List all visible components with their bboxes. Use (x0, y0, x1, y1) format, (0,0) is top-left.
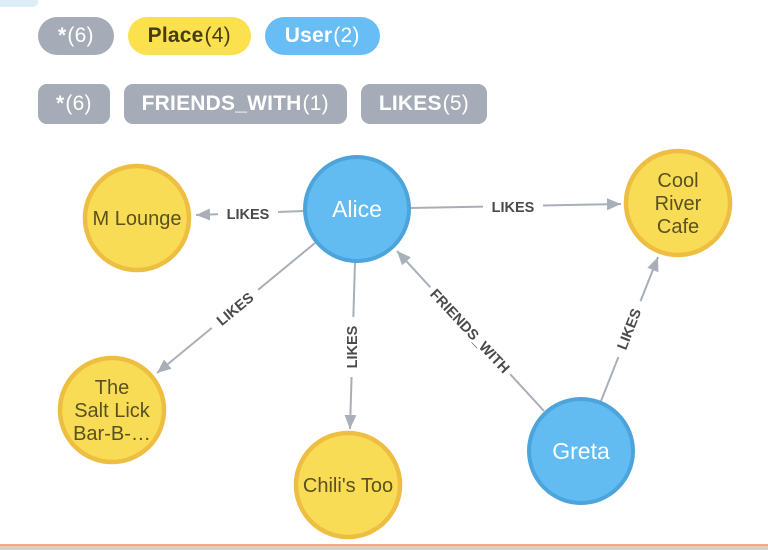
node-m-lounge[interactable]: M Lounge (82, 163, 192, 273)
node-greta[interactable]: Greta (527, 397, 635, 505)
legend-pill-friends-with[interactable]: FRIENDS_WITH(1) (123, 84, 347, 124)
node-label: The (95, 377, 129, 399)
node-circle (293, 430, 403, 540)
node-alice[interactable]: Alice (303, 155, 411, 263)
edge-label: LIKES (345, 325, 361, 368)
pill-label: FRIENDS_WITH (141, 92, 302, 115)
node-circle (623, 148, 733, 258)
edge-label-background (341, 317, 363, 377)
pill-count: (2) (333, 24, 360, 47)
edge-label-background (607, 297, 651, 361)
legend-pill-place[interactable]: Place(4) (127, 17, 251, 55)
node-circle (82, 163, 192, 273)
edge-alice-likes-chilistoo[interactable]: LIKES (341, 261, 363, 430)
pill-label: * (56, 92, 65, 115)
node-label: Salt Lick (74, 400, 151, 422)
node-cool-river-cafe[interactable]: Cool River Cafe (623, 148, 733, 258)
relationship-legend: *(6) FRIENDS_WITH(1) LIKES(5) (38, 84, 487, 124)
node-circle (57, 355, 167, 465)
legend-pill-user[interactable]: User(2) (264, 17, 380, 55)
bottom-edge-strip (0, 544, 768, 550)
pill-label: User (284, 24, 333, 47)
edge-label-background (483, 196, 543, 218)
top-edge-fragment (0, 0, 38, 7)
pill-count: (5) (442, 92, 469, 115)
node-label: Greta (552, 438, 610, 464)
legend-pill-all-nodes[interactable]: *(6) (38, 17, 114, 55)
node-salt-lick[interactable]: The Salt Lick Bar-B-… (57, 355, 167, 465)
edge-alice-likes-mlounge[interactable]: LIKES (195, 203, 305, 225)
legend-pill-likes[interactable]: LIKES(5) (360, 84, 487, 124)
edge-label: LIKES (492, 200, 535, 216)
node-label: Chili's Too (303, 475, 393, 497)
pill-count: (6) (67, 24, 94, 47)
node-legend: *(6) Place(4) User(2) (38, 17, 380, 55)
edge-alice-likes-coolrivercafe[interactable]: LIKES (409, 196, 622, 218)
pill-label: Place (147, 24, 204, 47)
node-circle (303, 155, 411, 263)
node-label: Cool (657, 170, 698, 192)
edge-label: FRIENDS_WITH (426, 286, 512, 376)
edge-label-background (218, 203, 278, 225)
node-label: Cafe (657, 216, 699, 238)
edge-alice-likes-saltlick[interactable]: LIKES (156, 242, 316, 374)
pill-label: * (58, 24, 67, 47)
legend-pill-all-rels[interactable]: *(6) (38, 84, 110, 124)
edge-greta-likes-coolrivercafe[interactable]: LIKES (600, 256, 659, 402)
edge-label-background (421, 280, 519, 382)
pill-count: (6) (65, 92, 92, 115)
node-label: Alice (332, 196, 382, 222)
pill-count: (4) (204, 24, 231, 47)
pill-label: LIKES (378, 92, 442, 115)
node-circle (527, 397, 635, 505)
edge-label: LIKES (227, 207, 270, 223)
node-chilis-too[interactable]: Chili's Too (293, 430, 403, 540)
node-label: M Lounge (93, 208, 182, 230)
pill-count: (1) (302, 92, 329, 115)
edge-greta-friendswith-alice[interactable]: FRIENDS_WITH (396, 250, 545, 412)
node-label: River (655, 193, 702, 215)
edge-label-background (204, 281, 266, 337)
node-label: Bar-B-… (73, 423, 151, 445)
